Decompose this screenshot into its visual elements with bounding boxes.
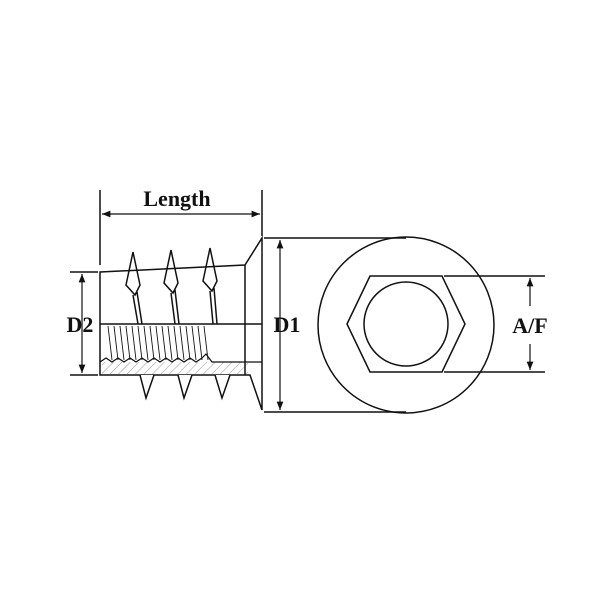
af-label: A/F xyxy=(512,313,547,338)
length-dimension xyxy=(99,190,263,265)
d2-dimension xyxy=(70,271,98,376)
d1-dimension xyxy=(264,237,406,413)
side-view xyxy=(99,235,263,411)
d1-label: D1 xyxy=(274,312,301,337)
af-dimension xyxy=(444,275,545,373)
length-label: Length xyxy=(143,186,210,211)
end-view xyxy=(317,236,495,414)
d2-label: D2 xyxy=(67,312,94,337)
